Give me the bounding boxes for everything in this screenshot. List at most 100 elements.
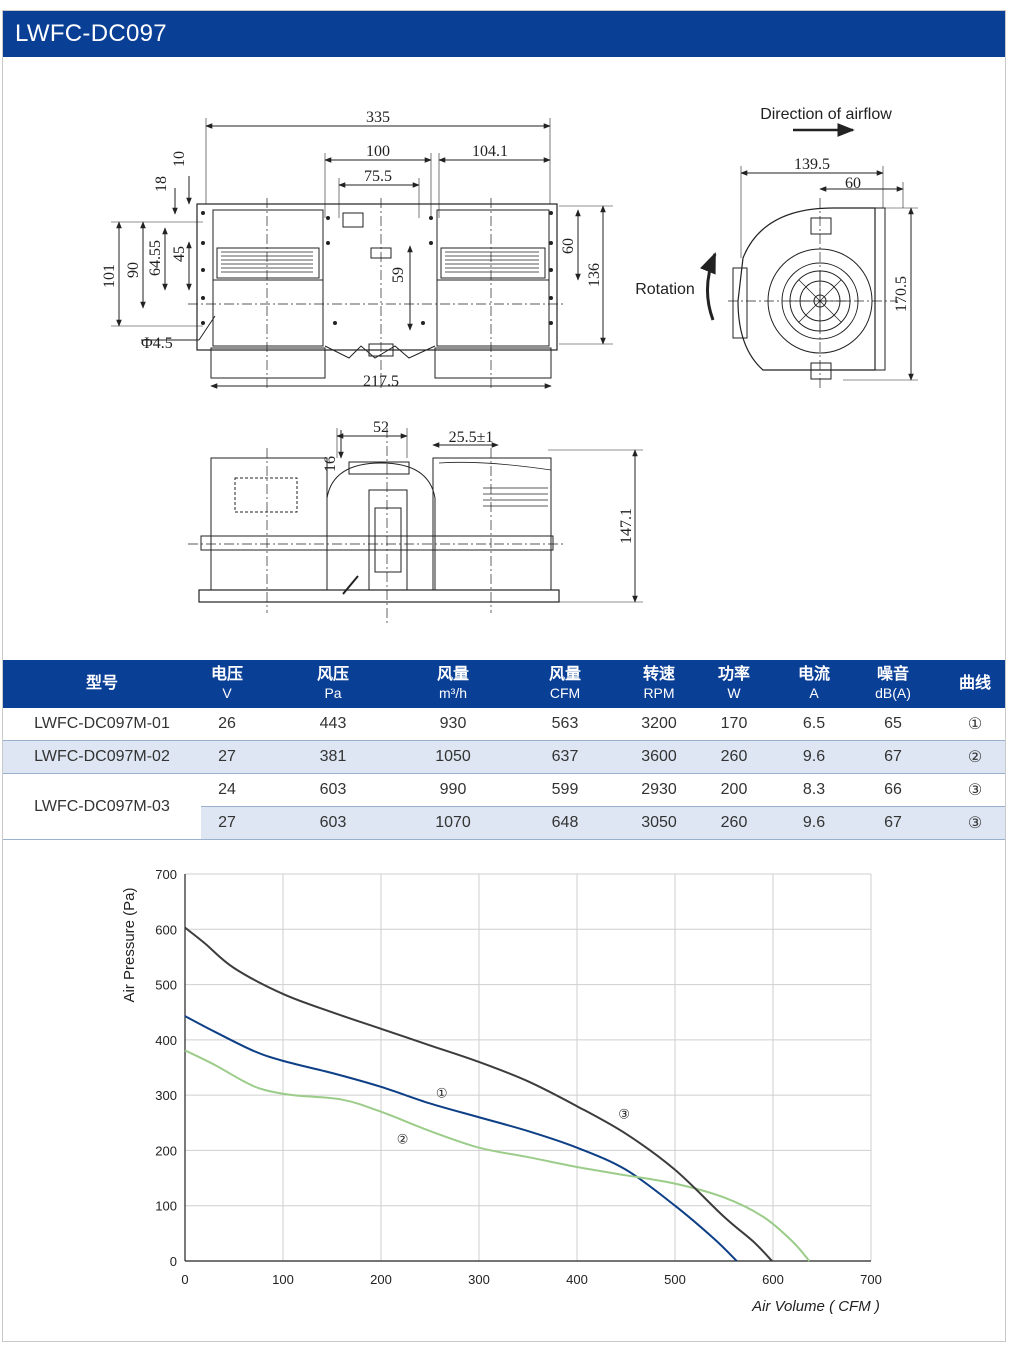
dim-5: 5 (147, 240, 164, 248)
cell-noise: 65 (841, 708, 945, 741)
cell-rpm: 3600 (637, 740, 681, 774)
series-line-3 (184, 926, 773, 1262)
drawing-svg: 335 100 104.1 75.5 10 18 5 45 64.5 90 10… (101, 106, 918, 623)
cell-flow-cfm: 563 (493, 708, 637, 741)
dim-59: 59 (390, 267, 407, 283)
cell-current: 6.5 (787, 708, 841, 741)
cell-model: LWFC-DC097M-01 (3, 708, 201, 741)
cell-noise: 67 (841, 740, 945, 774)
cell-voltage: 27 (201, 806, 253, 840)
cell-noise: 67 (841, 806, 945, 840)
airflow-label: Direction of airflow (760, 106, 892, 123)
x-axis-label: Air Volume ( CFM ) (751, 1298, 880, 1315)
y-tick-label: 300 (155, 1088, 177, 1103)
cell-flow-cfm: 599 (493, 773, 637, 807)
dim-phi-4-5: Φ4.5 (141, 335, 173, 352)
cell-noise: 66 (841, 773, 945, 807)
top-view (111, 118, 613, 389)
cell-power: 170 (681, 708, 787, 741)
dim-16: 16 (322, 456, 339, 472)
y-axis-label: Air Pressure (Pa) (121, 887, 138, 1002)
dim-217-5: 217.5 (363, 373, 399, 390)
x-tick-label: 0 (181, 1272, 188, 1287)
cell-pressure: 443 (253, 708, 413, 741)
cell-rpm: 2930 (637, 773, 681, 807)
x-tick-label: 400 (566, 1272, 588, 1287)
th-curve: 曲线 (945, 660, 1005, 708)
page-frame (2, 10, 1006, 1342)
dim-90: 90 (125, 262, 142, 278)
dim-45: 45 (171, 246, 188, 262)
cell-current: 9.6 (787, 740, 841, 774)
cell-flow-m3h: 990 (413, 773, 493, 807)
cell-power: 260 (681, 806, 787, 840)
x-tick-label: 600 (762, 1272, 784, 1287)
cell-current: 9.6 (787, 806, 841, 840)
x-tick-label: 300 (468, 1272, 490, 1287)
dim-64-5: 64.5 (147, 248, 164, 276)
bottom-view (188, 428, 643, 623)
y-tick-label: 700 (155, 867, 177, 882)
cell-power: 260 (681, 740, 787, 774)
cell-rpm: 3050 (637, 806, 681, 840)
table-row: 27 603 1070 648 3050 260 9.6 67 ③ (3, 806, 1005, 840)
dim-52: 52 (373, 419, 389, 436)
y-tick-label: 0 (170, 1254, 177, 1269)
cell-voltage: 26 (201, 708, 253, 741)
cell-rpm: 3200 (637, 708, 681, 741)
cell-curve: ① (945, 708, 1005, 741)
series-line-2 (184, 1049, 811, 1262)
cell-pressure: 381 (253, 740, 413, 774)
dim-147-1: 147.1 (618, 508, 635, 544)
page-title: LWFC-DC097 (15, 20, 167, 47)
dim-139-5: 139.5 (794, 156, 830, 173)
x-tick-label: 500 (664, 1272, 686, 1287)
series-label-3: ③ (618, 1106, 630, 1121)
cell-curve: ② (945, 740, 1005, 774)
cell-flow-cfm: 637 (493, 740, 637, 774)
dim-75-5: 75.5 (364, 168, 392, 185)
dim-136: 136 (586, 263, 603, 287)
y-tick-label: 600 (155, 922, 177, 937)
cell-power: 200 (681, 773, 787, 807)
table-row: LWFC-DC097M-01 26 443 930 563 3200 170 6… (3, 708, 1005, 741)
cell-curve: ③ (945, 773, 1005, 807)
series-line-1 (184, 1015, 738, 1262)
series-label-2: ② (397, 1131, 409, 1146)
cell-pressure: 603 (253, 806, 413, 840)
cell-voltage: 27 (201, 740, 253, 774)
cell-pressure: 603 (253, 773, 413, 807)
x-tick-label: 200 (370, 1272, 392, 1287)
th-model: 型号 (3, 660, 201, 708)
cell-model: LWFC-DC097M-02 (3, 740, 201, 774)
dim-60-top: 60 (560, 238, 577, 254)
cell-flow-m3h: 930 (413, 708, 493, 741)
table-row: LWFC-DC097M-03 24 603 990 599 2930 200 8… (3, 773, 1005, 840)
cell-curve: ③ (945, 806, 1005, 840)
dim-10: 10 (171, 151, 188, 167)
cell-flow-m3h: 1070 (413, 806, 493, 840)
rotation-label: Rotation (635, 281, 695, 298)
y-tick-label: 100 (155, 1199, 177, 1214)
y-tick-label: 500 (155, 978, 177, 993)
dim-170-5: 170.5 (893, 276, 910, 312)
table-row: LWFC-DC097M-02 27 381 1050 637 3600 260 … (3, 740, 1005, 774)
x-tick-label: 700 (860, 1272, 882, 1287)
title-bar: LWFC-DC097 (3, 11, 1005, 57)
y-tick-label: 400 (155, 1033, 177, 1048)
dim-104-1: 104.1 (472, 143, 508, 160)
cell-voltage: 24 (201, 773, 253, 807)
dim-60-side: 60 (845, 175, 861, 192)
technical-drawing: 335 100 104.1 75.5 10 18 5 45 64.5 90 10… (3, 58, 1005, 658)
